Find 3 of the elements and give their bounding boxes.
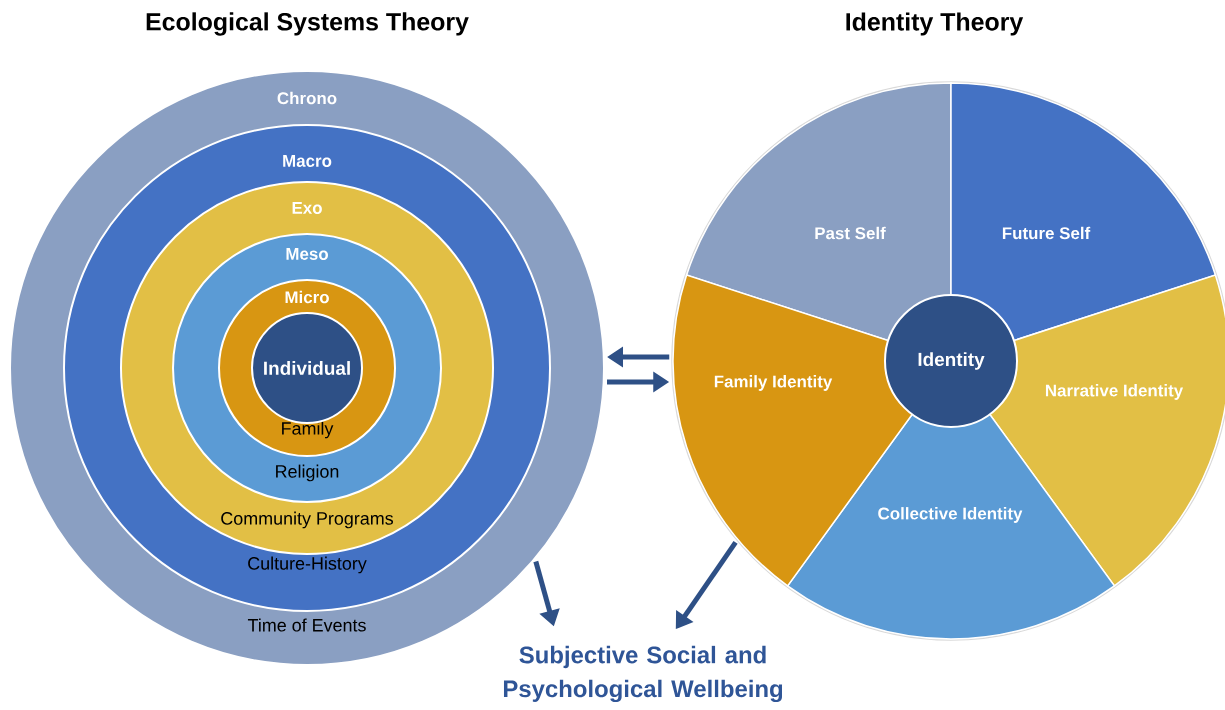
outcome-text: Subjective Social and Psychological Wellbeing: [504, 645, 783, 703]
heading: Ecological Systems Theory: [146, 12, 469, 36]
heading: Identity Theory: [846, 12, 1024, 36]
